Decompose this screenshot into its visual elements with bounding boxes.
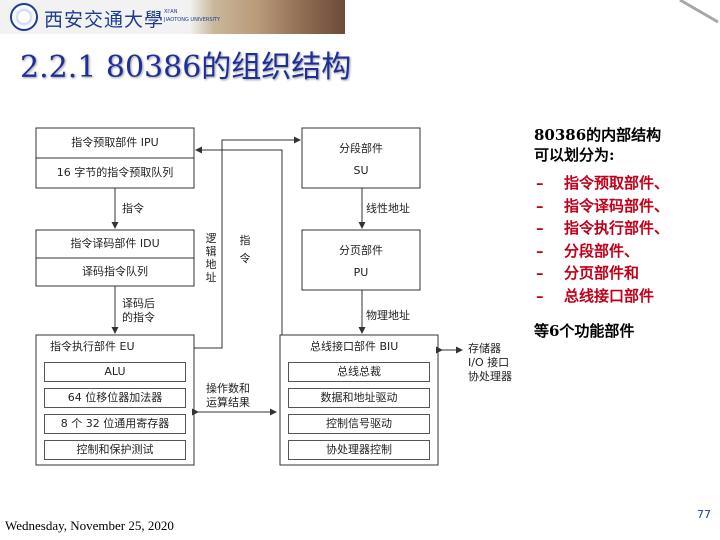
list-item: –分页部件和: [536, 264, 640, 282]
idu-box: 指令译码部件 IDU: [70, 237, 160, 250]
registers-box: 8 个 32 位通用寄存器: [44, 414, 186, 434]
architecture-diagram: [35, 127, 463, 466]
list-item: –指令执行部件、: [536, 219, 670, 237]
decoded-queue-box: 译码指令队列: [82, 265, 148, 278]
data-address-drive-box: 数据和地址驱动: [288, 388, 430, 408]
ipu-box: 指令预取部件 IPU: [71, 136, 159, 149]
header-banner: 西安交通大學 XI'AN JIAOTONG UNIVERSITY: [0, 0, 345, 34]
corner-decoration-line: [679, 0, 719, 24]
university-name-cn: 西安交通大學: [44, 9, 165, 31]
su-box: 分段部件 SU: [339, 142, 383, 177]
biu-title: 总线接口部件 BIU: [310, 340, 399, 353]
summary-text: 等6个功能部件: [534, 322, 635, 340]
physical-address-label: 物理地址: [366, 309, 410, 322]
structure-heading: 80386的内部结构 可以划分为:: [534, 126, 662, 164]
list-item: –分段部件、: [536, 241, 640, 260]
external-devices-label: 存储器 I/O 接口 协处理器: [468, 342, 512, 383]
list-item: –指令预取部件、: [536, 174, 670, 192]
decoded-instruction-label: 译码后 的指令: [122, 297, 155, 324]
control-test-box: 控制和保护测试: [44, 440, 186, 460]
control-signal-drive-box: 控制信号驱动: [288, 414, 430, 434]
footer-date: Wednesday, November 25, 2020: [5, 518, 174, 533]
prefetch-queue-box: 16 字节的指令预取队列: [56, 166, 174, 179]
operand-result-label: 操作数和 运算结果: [206, 382, 250, 409]
list-item: –总线接口部件: [536, 286, 655, 305]
alu-box: ALU: [44, 362, 186, 382]
eu-title: 指令执行部件 EU: [50, 340, 135, 353]
shifter-adder-box: 64 位移位器加法器: [44, 388, 186, 408]
pu-box: 分页部件 PU: [339, 244, 383, 279]
instruction-label: 指令: [122, 202, 144, 215]
linear-address-label: 线性地址: [366, 202, 410, 215]
bus-arbitration-box: 总线总裁: [288, 362, 430, 382]
page-number: 77: [697, 508, 711, 521]
logical-address-label: 逻辑地址: [205, 232, 217, 284]
university-name-en: XI'AN JIAOTONG UNIVERSITY: [164, 9, 221, 23]
component-list: –指令预取部件、 –指令译码部件、 –指令执行部件、 –分段部件、 –分页部件和…: [536, 172, 669, 307]
instruction-vertical-label: 指令: [239, 234, 251, 265]
slide-title: 2.2.1 80386的组织结构: [20, 50, 352, 85]
university-seal-icon: [10, 3, 38, 31]
coprocessor-control-box: 协处理器控制: [288, 440, 430, 460]
list-item: –指令译码部件、: [536, 196, 670, 215]
